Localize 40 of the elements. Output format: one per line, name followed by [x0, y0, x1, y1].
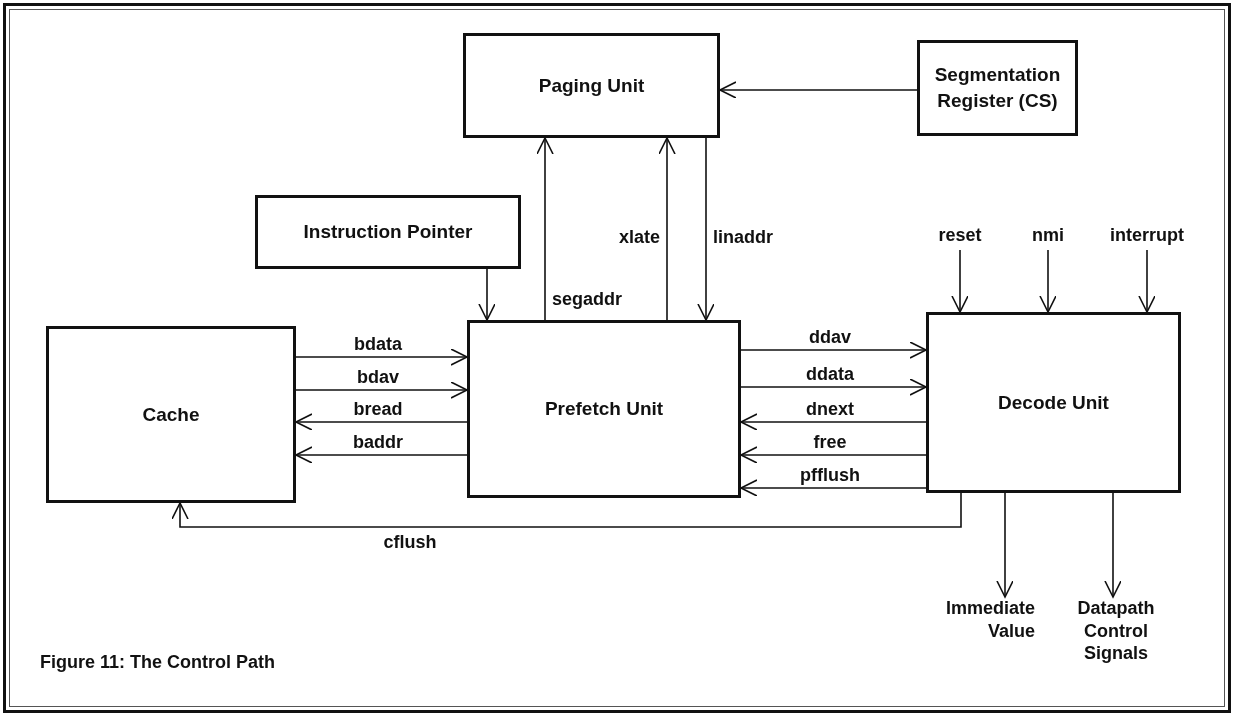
arrow	[740, 378, 927, 396]
unit-box	[463, 33, 720, 138]
unit-name: Cache	[142, 402, 200, 427]
arrow	[478, 268, 496, 321]
edge-label: pfflush	[798, 466, 862, 486]
unit-box	[926, 312, 1181, 493]
arrow	[719, 81, 918, 99]
arrow	[697, 137, 715, 321]
arrow	[536, 137, 554, 321]
arrow	[1138, 249, 1156, 313]
unit-name: Paging Unit	[538, 73, 645, 98]
arrow	[1039, 249, 1057, 313]
unit-name: Decode Unit	[998, 390, 1109, 415]
arrow	[295, 413, 468, 431]
signal-name: interrupt	[1102, 224, 1192, 250]
signal-name: Immediate Value	[930, 597, 1035, 651]
unit-box	[917, 40, 1078, 136]
arrow	[996, 492, 1014, 598]
unit-name: Instruction Pointer	[303, 220, 473, 245]
arrow	[951, 249, 969, 313]
arrow	[295, 446, 468, 464]
arrow	[740, 479, 927, 497]
arrow	[740, 446, 927, 464]
arrow	[658, 137, 676, 321]
unit-box	[255, 195, 521, 269]
arrow	[171, 492, 962, 528]
arrow	[295, 348, 468, 366]
arrow	[1104, 492, 1122, 598]
arrow	[295, 381, 468, 399]
unit-name: Prefetch Unit	[544, 397, 664, 422]
edge-label: segaddr	[550, 290, 625, 310]
unit-box	[46, 326, 296, 503]
figure-caption: Figure 11: The Control Path	[40, 652, 276, 673]
signal-name: reset	[930, 224, 990, 250]
arrow	[740, 341, 927, 359]
unit-box	[467, 320, 741, 498]
arrow	[740, 413, 927, 431]
unit-name: Segmentation Register (CS)	[933, 63, 1062, 113]
signal-name: nmi	[1023, 224, 1073, 250]
signal-name: Datapath Control Signals	[1070, 597, 1162, 677]
